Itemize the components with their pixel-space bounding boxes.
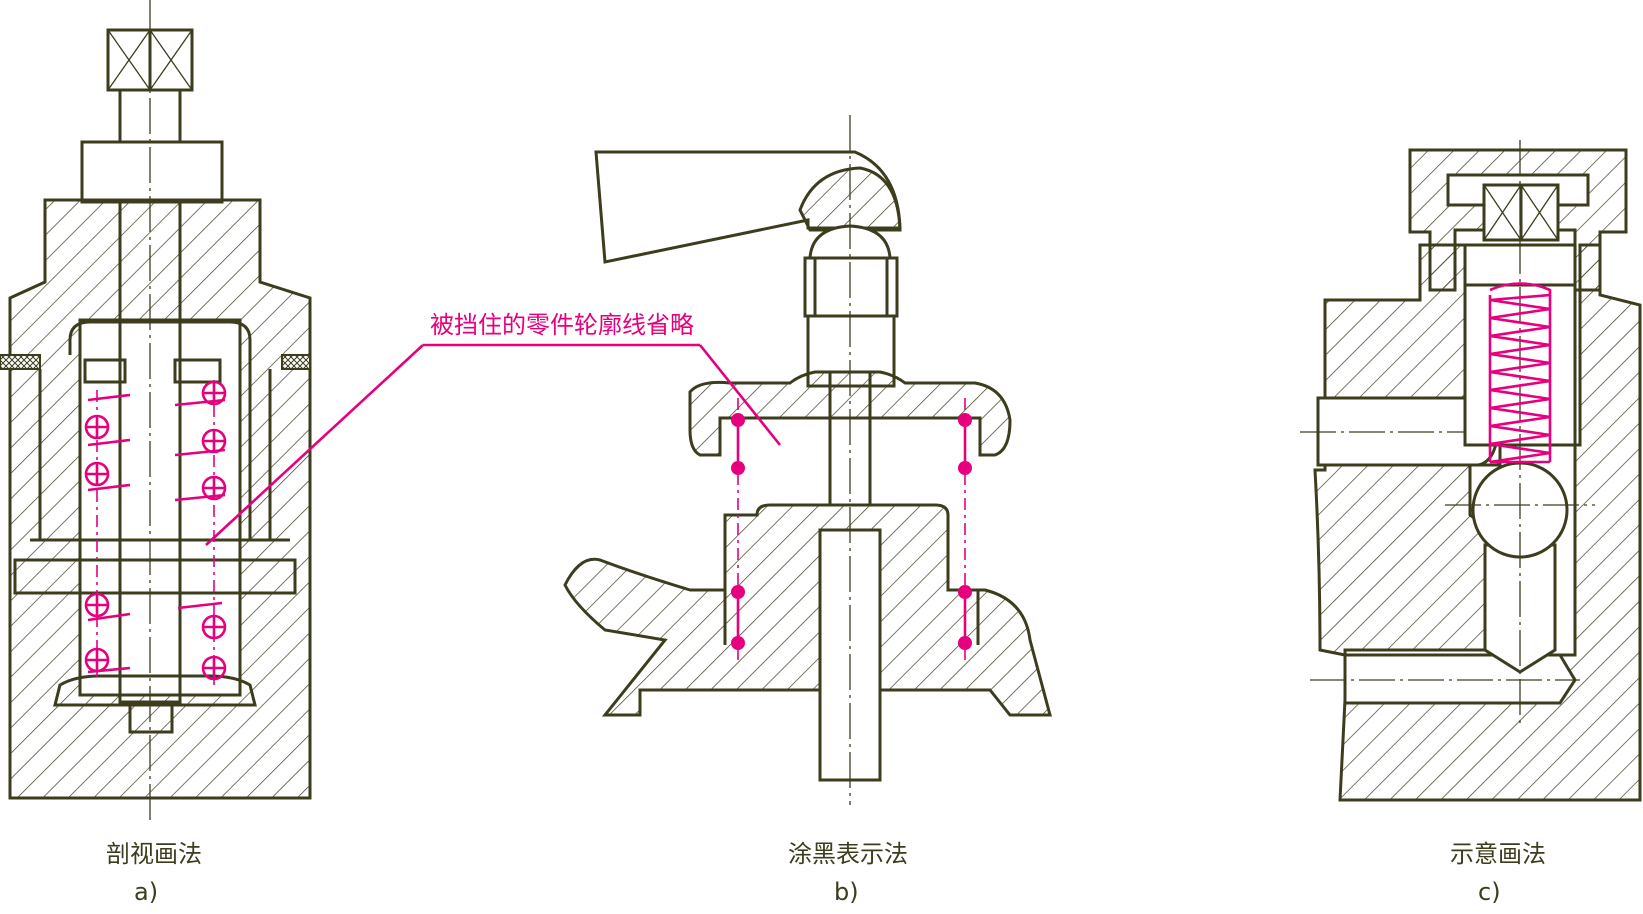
spring-schematic-c: [1488, 282, 1552, 464]
label-c: c): [1478, 878, 1501, 906]
spring-section-right-a: [174, 380, 227, 681]
annotation-text: 被挡住的零件轮廓线省略: [430, 311, 694, 339]
caption-a: 剖视画法: [106, 840, 202, 868]
housing-a: [8, 198, 312, 800]
figure-b-blackened-view: [563, 115, 1052, 805]
caption-c: 示意画法: [1450, 840, 1546, 868]
label-b: b): [834, 878, 859, 906]
figure-a-section-view: [0, 0, 312, 820]
caption-b: 涂黑表示法: [788, 840, 908, 868]
annotation-leader: [205, 343, 782, 546]
label-a: a): [134, 878, 158, 906]
figure-c-schematic-view: [1300, 140, 1642, 802]
spring-section-left-a: [84, 393, 131, 674]
spring-blackened-b: [731, 398, 972, 660]
